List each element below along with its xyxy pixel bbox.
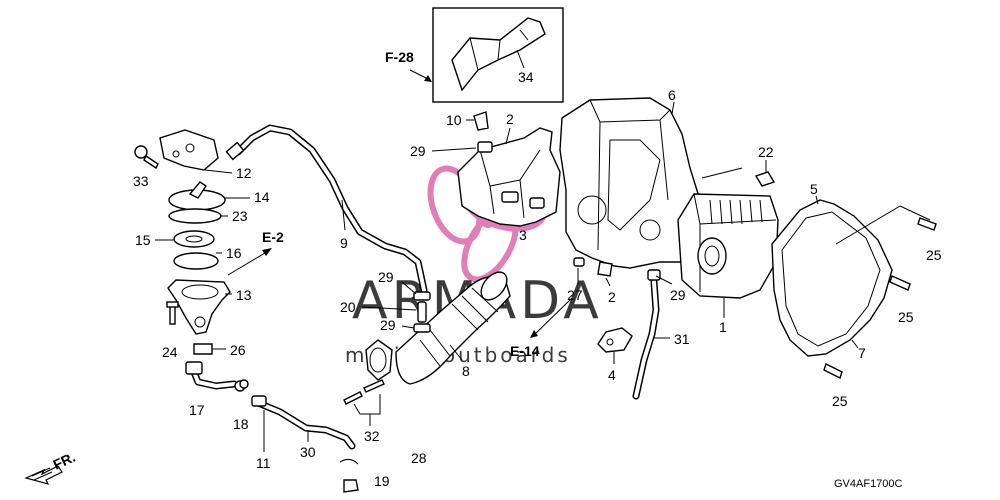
callout-1: 1 <box>719 319 727 335</box>
callout-15: 15 <box>135 232 151 248</box>
callout-24: 24 <box>162 344 178 360</box>
left-assembly: 33 12 14 23 15 16 13 24 <box>133 129 270 360</box>
ref-e2: E-2 <box>262 229 284 245</box>
air-box: 6 <box>559 87 743 269</box>
callout-6: 6 <box>668 87 676 103</box>
lower-fasteners: 27 2 4 <box>567 257 633 383</box>
callout-16: 16 <box>226 245 242 261</box>
callout-10: 10 <box>446 112 462 128</box>
callout-20: 20 <box>340 299 356 315</box>
front-direction: FR. <box>24 449 78 485</box>
callout-19: 19 <box>374 473 390 489</box>
hose-9: 9 <box>225 124 428 294</box>
callout-31: 31 <box>674 331 690 347</box>
direction-label: FR. <box>51 449 78 473</box>
filter-element: 1 <box>677 193 779 335</box>
inset-box: 34 <box>432 7 564 103</box>
callout-11: 11 <box>256 455 271 471</box>
callout-8: 8 <box>462 363 470 379</box>
callout-29-lower: 29 <box>380 317 396 333</box>
diagram-code: GV4AF1700C <box>834 478 903 490</box>
callout-28: 28 <box>411 450 427 466</box>
callout-12: 12 <box>236 165 252 181</box>
lower-hoses: 17 18 11 30 19 <box>185 361 390 493</box>
callout-27: 27 <box>567 287 583 303</box>
callout-3: 3 <box>519 227 527 243</box>
callout-9: 9 <box>340 235 348 251</box>
callout-25-c: 25 <box>832 393 848 409</box>
callout-34: 34 <box>518 69 534 85</box>
screws-25: 25 25 25 <box>823 217 942 409</box>
callout-13: 13 <box>236 287 252 303</box>
callout-17: 17 <box>189 402 205 418</box>
callout-5: 5 <box>810 181 818 197</box>
callout-18: 18 <box>233 416 249 432</box>
callout-25-b: 25 <box>898 309 914 325</box>
hose-31: 31 29 <box>632 269 690 400</box>
callout-30: 30 <box>300 444 316 460</box>
callout-7: 7 <box>858 345 866 361</box>
callout-2-upper: 2 <box>506 111 514 127</box>
callout-23: 23 <box>232 208 248 224</box>
intake-tube: 8 29 20 29 32 28 <box>340 269 511 466</box>
callout-29-upper: 29 <box>378 269 394 285</box>
callout-22: 22 <box>758 144 774 160</box>
callout-26: 26 <box>230 342 246 358</box>
callout-33: 33 <box>133 173 149 189</box>
callout-2-lower: 2 <box>608 289 616 305</box>
callout-4: 4 <box>608 367 616 383</box>
bracket-assembly: 2 3 10 29 <box>410 111 561 243</box>
ref-e14: E-14 <box>510 343 540 359</box>
callout-29-hose: 29 <box>670 287 686 303</box>
cover: 5 7 <box>771 181 931 361</box>
ref-f28: F-28 <box>385 49 414 65</box>
callout-25-a: 25 <box>926 247 942 263</box>
callout-14: 14 <box>254 189 270 205</box>
callout-32: 32 <box>364 428 380 444</box>
callout-29-bracket: 29 <box>410 143 426 159</box>
